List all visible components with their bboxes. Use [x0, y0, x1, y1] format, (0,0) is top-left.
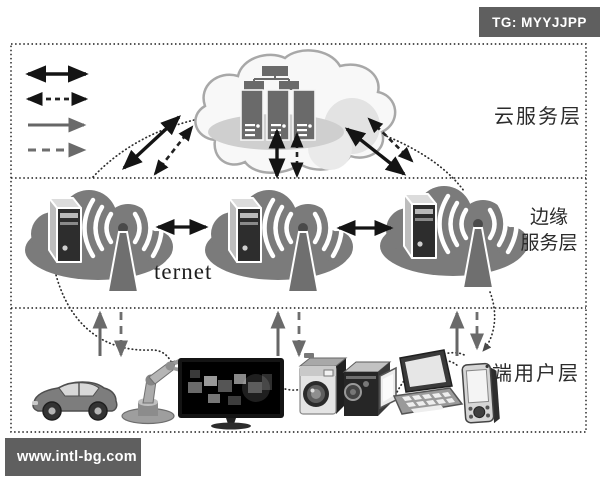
edge-node-left: [25, 190, 173, 292]
cloud-servers-icon: [194, 49, 397, 174]
server-rack-icon: [240, 89, 316, 141]
edge-layer-label: 边缘 服务层: [510, 204, 588, 256]
dotted-link-edge-to-phone: [482, 291, 496, 352]
laptop-icon: [392, 349, 464, 415]
dotted-link-laptop-phone: [437, 359, 460, 368]
edge-layer-label-line1: 边缘: [529, 206, 568, 228]
cloud-edge-right-dashed-arrow: [367, 117, 414, 163]
tv-icon: [178, 358, 284, 430]
watermark: www.intl-bg.com: [5, 438, 141, 476]
diagram-border: [10, 43, 587, 433]
robot-arm-icon: [121, 358, 182, 425]
camera-icon: [298, 353, 348, 415]
edge-node-center: [205, 190, 353, 292]
cloud-edge-left-solid-arrow: [122, 115, 181, 170]
camcorder-icon: [342, 361, 397, 416]
dotted-link-edge-to-tv: [51, 255, 176, 370]
user-devices-row: [32, 349, 500, 430]
legend: [25, 65, 89, 158]
cloud-edge-left-dashed-arrow: [153, 125, 194, 176]
user-layer-label: 端用户层: [492, 361, 580, 385]
cloud-layer-label: 云服务层: [494, 104, 582, 128]
edge-node-right: [380, 186, 528, 288]
tg-badge: TG: MYYJJPP: [479, 7, 600, 37]
smartphone-icon: [461, 362, 500, 424]
internet-label: ternet: [154, 259, 213, 284]
edge-layer-label-line2: 服务层: [520, 232, 578, 254]
car-icon: [32, 381, 118, 421]
